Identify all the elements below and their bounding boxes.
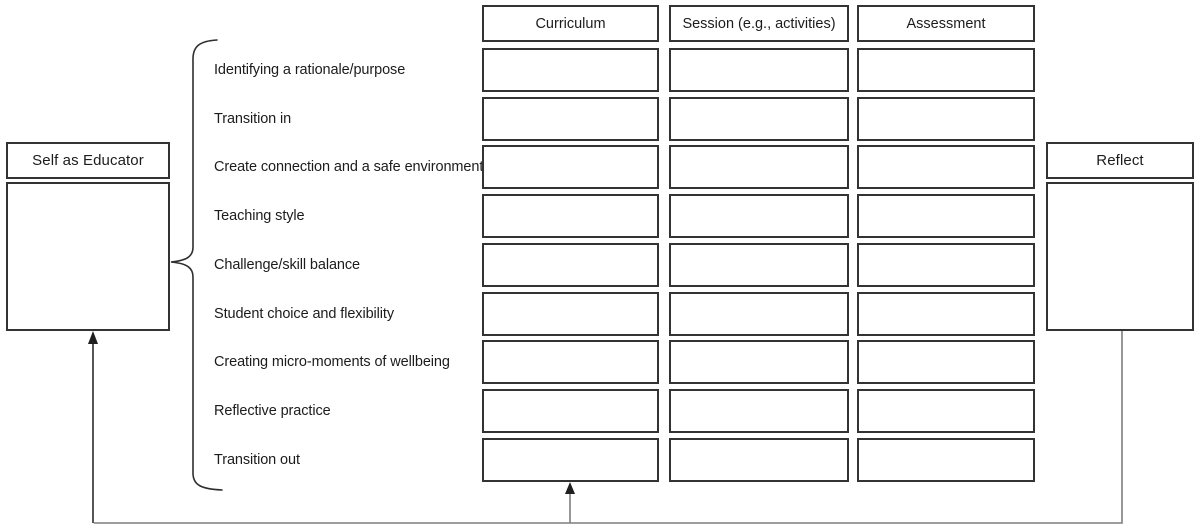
grid-cell — [482, 389, 659, 433]
grid-cell — [482, 243, 659, 287]
row-label: Creating micro-moments of wellbeing — [214, 354, 450, 370]
grid-cell — [669, 97, 849, 141]
reflect-title-box: Reflect — [1046, 142, 1194, 179]
self-as-educator-content-box — [6, 182, 170, 331]
reflect-content-box — [1046, 182, 1194, 331]
row-label: Student choice and flexibility — [214, 306, 394, 322]
row-label: Teaching style — [214, 208, 305, 224]
grid-cell — [482, 48, 659, 92]
grid-cell — [482, 145, 659, 189]
column-header-session: Session (e.g., activities) — [669, 5, 849, 42]
self-as-educator-label: Self as Educator — [32, 152, 144, 169]
grid-column-session: Session (e.g., activities) — [669, 0, 849, 531]
grid-cell — [669, 243, 849, 287]
column-header-label: Assessment — [906, 15, 986, 32]
self-as-educator-title-box: Self as Educator — [6, 142, 170, 179]
grid-cell — [482, 97, 659, 141]
row-label: Challenge/skill balance — [214, 257, 361, 273]
grid-cell — [482, 438, 659, 482]
grid-cell — [669, 292, 849, 336]
grid-cell — [669, 340, 849, 384]
row-label: Transition in — [214, 111, 292, 127]
grid-cell — [857, 340, 1035, 384]
reflect-label: Reflect — [1096, 152, 1144, 169]
row-label: Transition out — [214, 452, 300, 468]
column-header-curriculum: Curriculum — [482, 5, 659, 42]
grid-cell — [857, 292, 1035, 336]
row-label: Create connection and a safe environment — [214, 159, 484, 175]
grid-cell — [669, 389, 849, 433]
row-label: Reflective practice — [214, 403, 331, 419]
grid-cell — [857, 145, 1035, 189]
grid-cell — [857, 243, 1035, 287]
grid-cell — [857, 389, 1035, 433]
grid-cell — [669, 48, 849, 92]
column-header-assessment: Assessment — [857, 5, 1035, 42]
grid-cell — [482, 340, 659, 384]
grid-cell — [857, 97, 1035, 141]
row-label: Identifying a rationale/purpose — [214, 62, 406, 78]
grid-cell — [857, 438, 1035, 482]
grid-column-curriculum: Curriculum — [482, 0, 659, 531]
grid-cell — [857, 48, 1035, 92]
column-header-label: Curriculum — [535, 15, 606, 32]
grid-column-assessment: Assessment — [857, 0, 1035, 531]
grid-cell — [669, 194, 849, 238]
grid-cell — [482, 194, 659, 238]
grid-cell — [482, 292, 659, 336]
grid-cell — [857, 194, 1035, 238]
grid-cell — [669, 145, 849, 189]
grid-cell — [669, 438, 849, 482]
column-header-label: Session (e.g., activities) — [682, 15, 836, 32]
